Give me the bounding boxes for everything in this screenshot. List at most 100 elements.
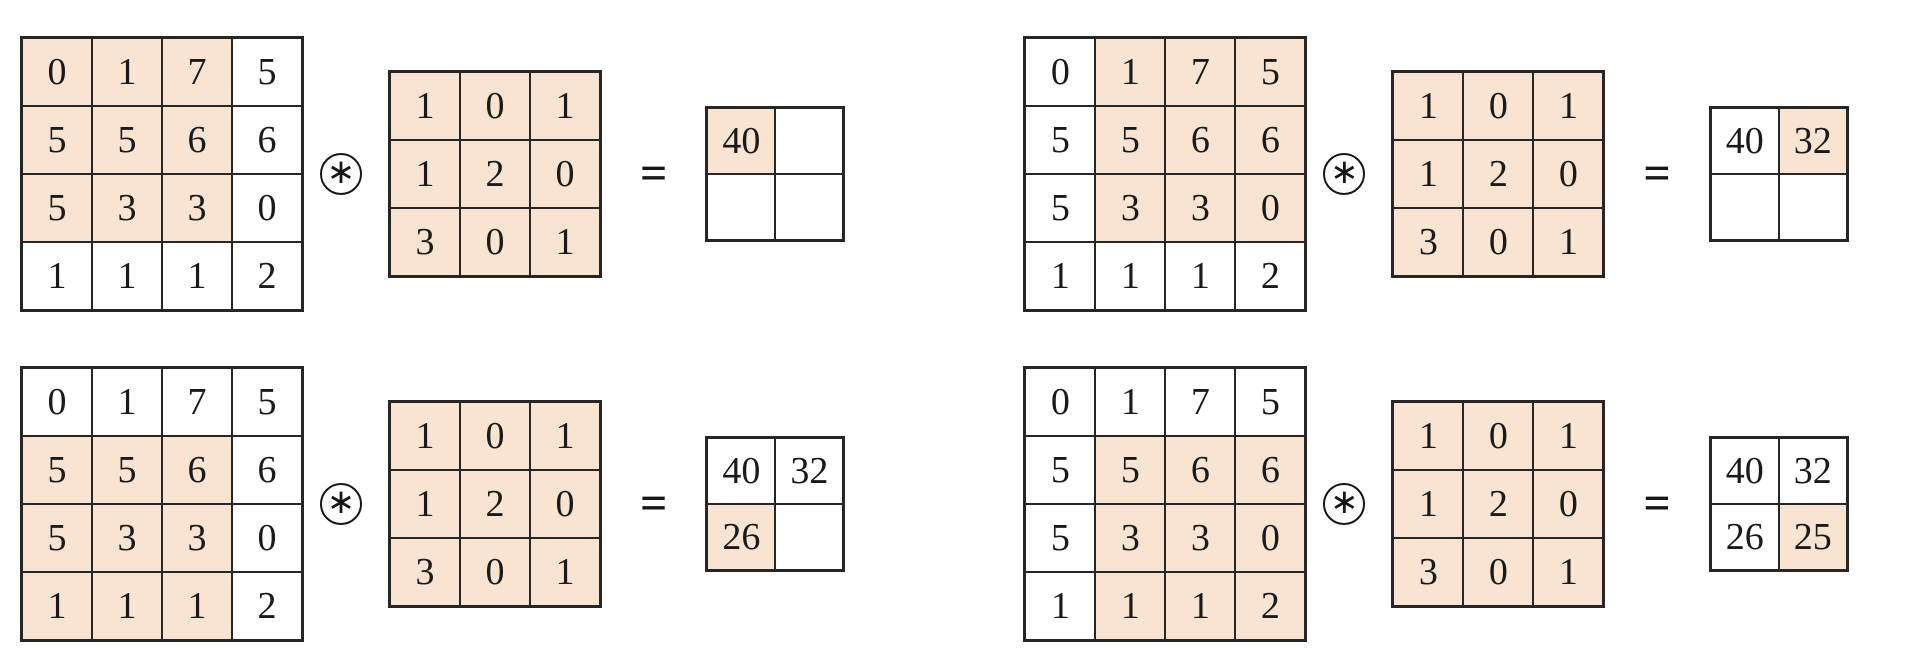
matrix-cell: 5 <box>22 436 92 504</box>
matrix-cell: 1 <box>1393 140 1464 208</box>
matrix-cell: 0 <box>1463 402 1534 470</box>
matrix-cell: 3 <box>92 174 162 242</box>
matrix-cell: 1 <box>92 38 162 106</box>
matrix-cell: 5 <box>232 368 302 436</box>
matrix-cell: 1 <box>390 140 460 208</box>
matrix-cell <box>707 174 776 240</box>
matrix-cell: 3 <box>1393 208 1464 276</box>
matrix-cell: 0 <box>1025 368 1096 436</box>
matrix-cell: 3 <box>1165 174 1236 242</box>
matrix-cell: 6 <box>232 436 302 504</box>
equals-sign: = <box>1643 147 1671 200</box>
matrix-cell: 7 <box>162 368 232 436</box>
matrix-cell: 0 <box>1463 538 1534 606</box>
matrix-cell: 5 <box>1025 174 1096 242</box>
matrix-cell: 26 <box>1710 504 1779 570</box>
matrix-cell: 7 <box>1165 368 1236 436</box>
matrix-cell: 3 <box>162 504 232 572</box>
matrix-cell: 0 <box>1463 208 1534 276</box>
matrix-cell: 32 <box>775 438 844 504</box>
matrix-cell: 5 <box>92 436 162 504</box>
matrix-cell: 1 <box>22 572 92 640</box>
matrix-cell: 1 <box>1095 368 1166 436</box>
matrix-cell: 5 <box>232 38 302 106</box>
matrix-cell: 1 <box>1025 572 1096 640</box>
operator-wrap: ∗ <box>1323 153 1366 195</box>
matrix-cell: 2 <box>232 572 302 640</box>
circled-asterisk-icon: ∗ <box>1323 153 1366 195</box>
matrix-cell: 1 <box>390 470 460 538</box>
matrix-cell: 0 <box>1533 470 1604 538</box>
matrix-cell: 0 <box>232 504 302 572</box>
matrix-cell: 1 <box>1533 72 1604 140</box>
matrix-cell: 5 <box>22 504 92 572</box>
matrix-cell: 0 <box>22 38 92 106</box>
matrix-cell: 3 <box>162 174 232 242</box>
matrix-cell: 7 <box>1165 38 1236 106</box>
matrix-cell: 1 <box>1393 72 1464 140</box>
matrix-cell: 6 <box>1165 106 1236 174</box>
matrix-cell: 5 <box>1095 436 1166 504</box>
matrix-cell: 40 <box>1710 438 1779 504</box>
matrix-cell: 1 <box>1533 538 1604 606</box>
matrix-cell: 3 <box>390 538 460 606</box>
matrix-cell: 1 <box>530 402 600 470</box>
matrix-cell: 40 <box>707 438 776 504</box>
matrix-cell: 25 <box>1778 504 1847 570</box>
matrix-cell: 0 <box>530 470 600 538</box>
matrix-cell: 1 <box>92 368 162 436</box>
circled-asterisk-icon: ∗ <box>320 153 362 195</box>
matrix-cell: 2 <box>460 470 530 538</box>
operator-wrap: ∗ <box>1323 483 1366 525</box>
matrix-cell: 3 <box>92 504 162 572</box>
matrix-cell: 5 <box>1235 368 1306 436</box>
matrix-cell: 1 <box>1165 242 1236 310</box>
matrix-cell: 0 <box>1463 72 1534 140</box>
matrix-cell: 1 <box>1095 242 1166 310</box>
matrix-cell: 5 <box>22 174 92 242</box>
matrix-cell: 2 <box>1463 140 1534 208</box>
matrix-cell: 7 <box>162 38 232 106</box>
equals-sign: = <box>640 477 668 530</box>
matrix-cell: 1 <box>92 242 162 310</box>
matrix-cell: 3 <box>1095 174 1166 242</box>
matrix-cell: 1 <box>92 572 162 640</box>
matrix-cell: 0 <box>1235 504 1306 572</box>
matrix-cell: 3 <box>1095 504 1166 572</box>
matrix-cell <box>775 504 844 570</box>
matrix-cell: 3 <box>1393 538 1464 606</box>
matrix-cell: 1 <box>1095 572 1166 640</box>
matrix-cell: 2 <box>1235 572 1306 640</box>
matrix-cell: 6 <box>162 436 232 504</box>
matrix-cell: 3 <box>390 208 460 276</box>
matrix-cell: 6 <box>232 106 302 174</box>
matrix-cell: 1 <box>530 538 600 606</box>
output-matrix: 40 <box>705 106 846 242</box>
matrix-cell: 6 <box>162 106 232 174</box>
matrix-cell <box>1710 174 1779 240</box>
matrix-cell: 2 <box>1235 242 1306 310</box>
matrix-cell: 1 <box>1393 470 1464 538</box>
matrix-cell: 1 <box>530 208 600 276</box>
matrix-cell: 40 <box>707 108 776 174</box>
matrix-cell: 0 <box>460 72 530 140</box>
matrix-cell: 2 <box>232 242 302 310</box>
matrix-cell: 26 <box>707 504 776 570</box>
matrix-cell: 5 <box>22 106 92 174</box>
matrix-cell: 6 <box>1235 106 1306 174</box>
matrix-cell: 1 <box>1025 242 1096 310</box>
matrix-cell: 1 <box>530 72 600 140</box>
matrix-cell: 1 <box>1533 208 1604 276</box>
operator-wrap: ∗ <box>320 483 362 525</box>
matrix-cell: 0 <box>460 402 530 470</box>
matrix-cell: 5 <box>1235 38 1306 106</box>
